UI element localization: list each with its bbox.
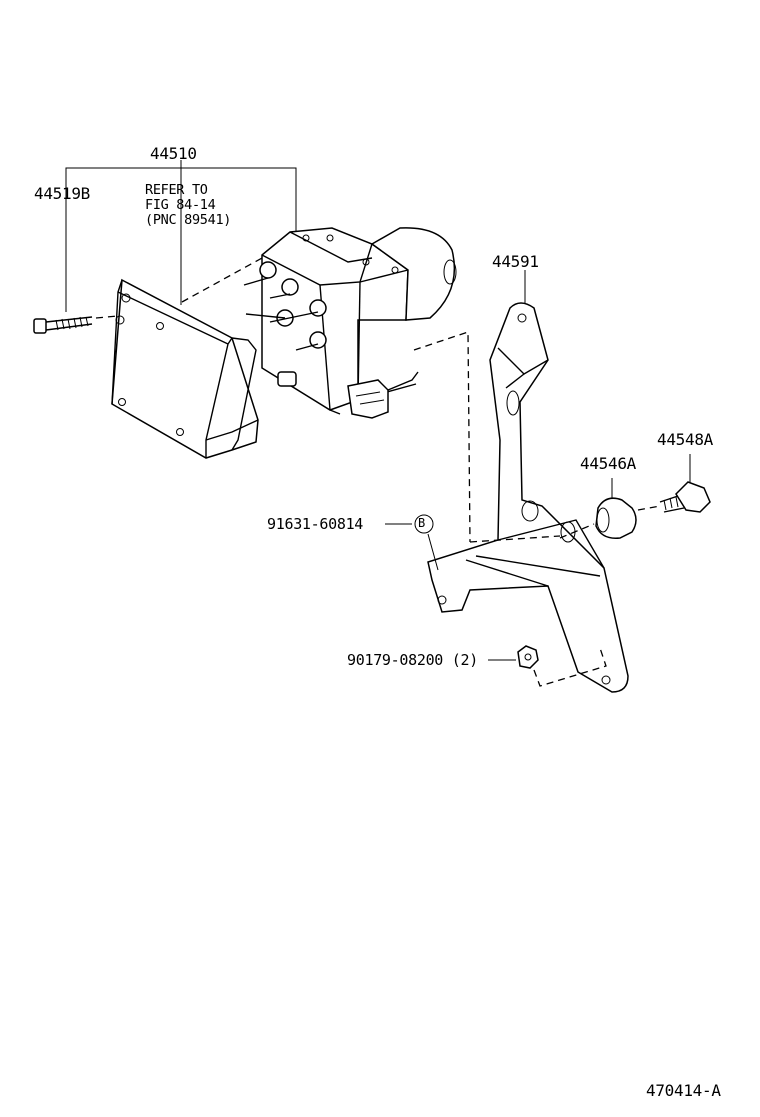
actuator-block xyxy=(243,227,471,543)
label-assembly: 44510 xyxy=(150,144,197,163)
refer-note-line3: (PNC 89541) xyxy=(145,212,232,228)
refer-note-line1: REFER TO xyxy=(145,182,208,198)
label-bracket: 44591 xyxy=(492,252,539,271)
refer-note-line2: FIG 84-14 xyxy=(145,197,216,213)
long-bolt xyxy=(33,315,119,334)
cushion xyxy=(559,478,637,539)
marker-b: B xyxy=(418,516,425,530)
assembly-leader xyxy=(65,160,297,312)
ecu-cover xyxy=(111,257,263,459)
bracket xyxy=(427,270,629,693)
label-bolt-b: 91631-60814 xyxy=(267,515,364,533)
flange-bolt xyxy=(637,454,711,513)
label-long-bolt: 44519B xyxy=(34,184,90,203)
bolt-b xyxy=(385,514,439,571)
label-flange-bolt: 44548A xyxy=(657,430,713,449)
label-nut: 90179-08200 (2) xyxy=(347,651,478,669)
label-cushion: 44546A xyxy=(580,454,636,473)
figure-id: 470414-A xyxy=(646,1081,721,1100)
nut xyxy=(488,645,607,687)
